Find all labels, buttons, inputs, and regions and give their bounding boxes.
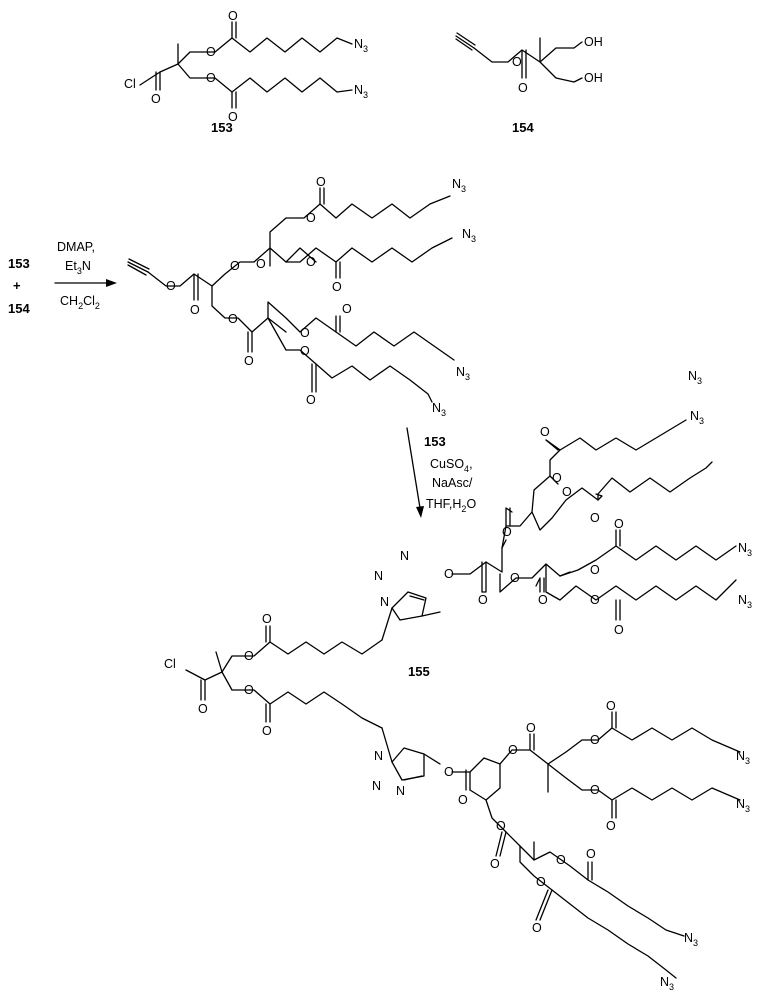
compound-155-structure: Cl O O O O O N N N O O O O O O O O O O O… xyxy=(164,369,752,992)
atom-o: O xyxy=(606,819,616,833)
plus-sign: + xyxy=(13,278,21,293)
atom-o: O xyxy=(228,312,238,326)
atom-o: O xyxy=(590,593,600,607)
atom-n: N xyxy=(380,595,389,609)
atom-o: O xyxy=(614,623,624,637)
atom-n: N xyxy=(396,784,405,798)
atom-n: N xyxy=(374,569,383,583)
alkyne-dendron-structure: O O O O O O O O O O O O O O N3 N3 N3 N3 xyxy=(127,175,476,418)
compound-number-153: 153 xyxy=(211,120,233,135)
compound-number-154: 154 xyxy=(8,301,30,316)
atom-o: O xyxy=(332,280,342,294)
atom-n: N xyxy=(372,779,381,793)
atom-o: O xyxy=(444,567,454,581)
atom-o: O xyxy=(478,593,488,607)
atom-o: O xyxy=(532,921,542,935)
atom-o: O xyxy=(244,354,254,368)
reagent-naasc: NaAsc/ xyxy=(432,476,473,490)
atom-o: O xyxy=(190,303,200,317)
reagent-dmap: DMAP, xyxy=(57,240,95,254)
atom-o: O xyxy=(306,393,316,407)
atom-o: O xyxy=(228,110,238,124)
atom-cl: Cl xyxy=(124,77,136,91)
reagent-153: 153 xyxy=(424,434,446,449)
azide-label: N3 xyxy=(690,409,704,426)
atom-o: O xyxy=(552,471,562,485)
atom-o: O xyxy=(590,733,600,747)
atom-o: O xyxy=(562,485,572,499)
azide-label: N3 xyxy=(452,177,466,194)
solvent-thf-water: THF,H2O xyxy=(426,497,476,514)
atom-o: O xyxy=(306,255,316,269)
atom-o: O xyxy=(526,721,536,735)
atom-o: O xyxy=(538,593,548,607)
azide-label: N3 xyxy=(738,541,752,558)
azide-label: N3 xyxy=(456,365,470,382)
atom-n: N xyxy=(400,549,409,563)
atom-o: O xyxy=(228,9,238,23)
reagent-et3n: Et3N xyxy=(65,259,91,276)
reaction-1-arrow: DMAP, Et3N CH2Cl2 xyxy=(54,240,117,311)
atom-o: O xyxy=(540,425,550,439)
azide-label: N3 xyxy=(684,931,698,948)
atom-o: O xyxy=(512,55,522,69)
reagent-cuso4: CuSO4, xyxy=(430,457,473,474)
azide-label: N3 xyxy=(660,975,674,992)
compound-153-structure: Cl O O O O O N3 N3 153 xyxy=(124,9,368,135)
atom-o: O xyxy=(556,853,566,867)
atom-o: O xyxy=(300,344,310,358)
atom-o: O xyxy=(306,211,316,225)
atom-o: O xyxy=(518,81,528,95)
reaction-2-arrow: 153 CuSO4, NaAsc/ THF,H2O xyxy=(406,427,476,518)
compound-154-structure: O O OH OH 154 xyxy=(455,32,603,135)
atom-cl: Cl xyxy=(164,657,176,671)
atom-o: O xyxy=(590,563,600,577)
atom-o: O xyxy=(490,857,500,871)
atom-o: O xyxy=(316,175,326,189)
azide-label: N3 xyxy=(736,749,750,766)
atom-o: O xyxy=(536,875,546,889)
atom-o: O xyxy=(502,525,512,539)
azide-label: N3 xyxy=(738,593,752,610)
atom-o: O xyxy=(606,699,616,713)
azide-label: N3 xyxy=(462,227,476,244)
hydroxyl-label: OH xyxy=(584,71,603,85)
hydroxyl-label: OH xyxy=(584,35,603,49)
atom-o: O xyxy=(256,257,266,271)
atom-o: O xyxy=(300,326,310,340)
compound-number-155: 155 xyxy=(408,664,430,679)
atom-o: O xyxy=(614,517,624,531)
atom-o: O xyxy=(458,793,468,807)
atom-o: O xyxy=(230,259,240,273)
atom-o: O xyxy=(206,45,216,59)
atom-o: O xyxy=(590,511,600,525)
azide-label: N3 xyxy=(688,369,702,386)
atom-o: O xyxy=(444,765,454,779)
atom-o: O xyxy=(590,783,600,797)
azide-label: N3 xyxy=(432,401,446,418)
atom-o: O xyxy=(206,71,216,85)
atom-o: O xyxy=(508,743,518,757)
azide-label: N3 xyxy=(354,83,368,100)
atom-o: O xyxy=(166,279,176,293)
atom-o: O xyxy=(510,571,520,585)
atom-o: O xyxy=(244,683,254,697)
atom-o: O xyxy=(262,612,272,626)
compound-number-153: 153 xyxy=(8,256,30,271)
atom-o: O xyxy=(496,819,506,833)
azide-label: N3 xyxy=(354,37,368,54)
atom-o: O xyxy=(586,847,596,861)
atom-o: O xyxy=(262,724,272,738)
reaction-1-reactants: 153 + 154 xyxy=(8,256,30,316)
atom-o: O xyxy=(151,92,161,106)
azide-label: N3 xyxy=(736,797,750,814)
solvent-ch2cl2: CH2Cl2 xyxy=(60,294,100,311)
compound-number-154: 154 xyxy=(512,120,534,135)
atom-o: O xyxy=(342,302,352,316)
atom-n: N xyxy=(374,749,383,763)
atom-o: O xyxy=(198,702,208,716)
atom-o: O xyxy=(244,649,254,663)
